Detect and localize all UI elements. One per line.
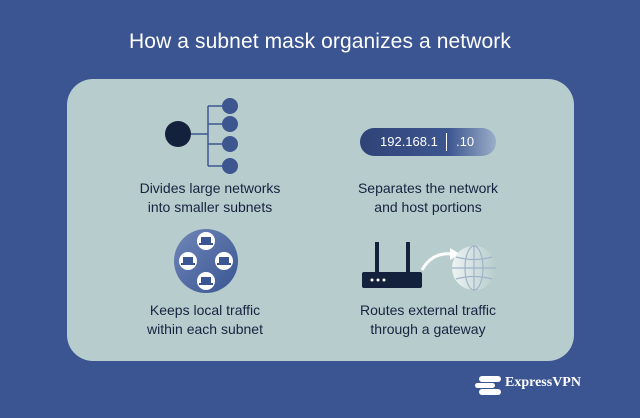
card-routes-external-traffic: Routes external traffic through a gatewa… — [328, 301, 528, 339]
brand-name: ExpressVPN — [505, 375, 581, 390]
caption-line-2: within each subnet — [147, 321, 263, 337]
caption-line-2: into smaller subnets — [147, 199, 273, 215]
globe-icon — [452, 245, 496, 291]
antenna-icon — [406, 242, 410, 276]
card-divides-networks: Divides large networks into smaller subn… — [110, 179, 310, 217]
info-panel — [67, 79, 574, 361]
card-separates-portions: Separates the network and host portions — [328, 179, 528, 217]
ip-network-portion: 192.168.1 — [380, 134, 438, 149]
local-devices-icon — [174, 229, 238, 293]
ip-separator — [446, 133, 447, 151]
card-keeps-local-traffic: Keeps local traffic within each subnet — [105, 301, 305, 339]
caption-line-2: and host portions — [374, 199, 482, 215]
ip-host-portion: .10 — [456, 134, 475, 149]
subnet-tree-icon — [165, 98, 238, 174]
caption-line-1: Divides large networks — [139, 180, 281, 196]
laptop-icon — [179, 252, 197, 270]
laptop-icon — [197, 272, 215, 290]
expressvpn-logo-icon — [475, 376, 501, 395]
caption-line-1: Routes external traffic — [360, 302, 496, 318]
caption-line-2: through a gateway — [370, 321, 486, 337]
arrow-icon — [420, 252, 453, 271]
laptop-icon — [197, 232, 215, 250]
caption-line-1: Keeps local traffic — [149, 302, 261, 318]
router-globe-icon — [362, 242, 496, 291]
antenna-icon — [375, 242, 379, 276]
ip-address-pill: 192.168.1 .10 — [360, 128, 496, 156]
page-title: How a subnet mask organizes a network — [129, 30, 511, 53]
router-icon — [362, 272, 422, 288]
laptop-icon — [215, 252, 233, 270]
caption-line-1: Separates the network — [357, 180, 499, 196]
